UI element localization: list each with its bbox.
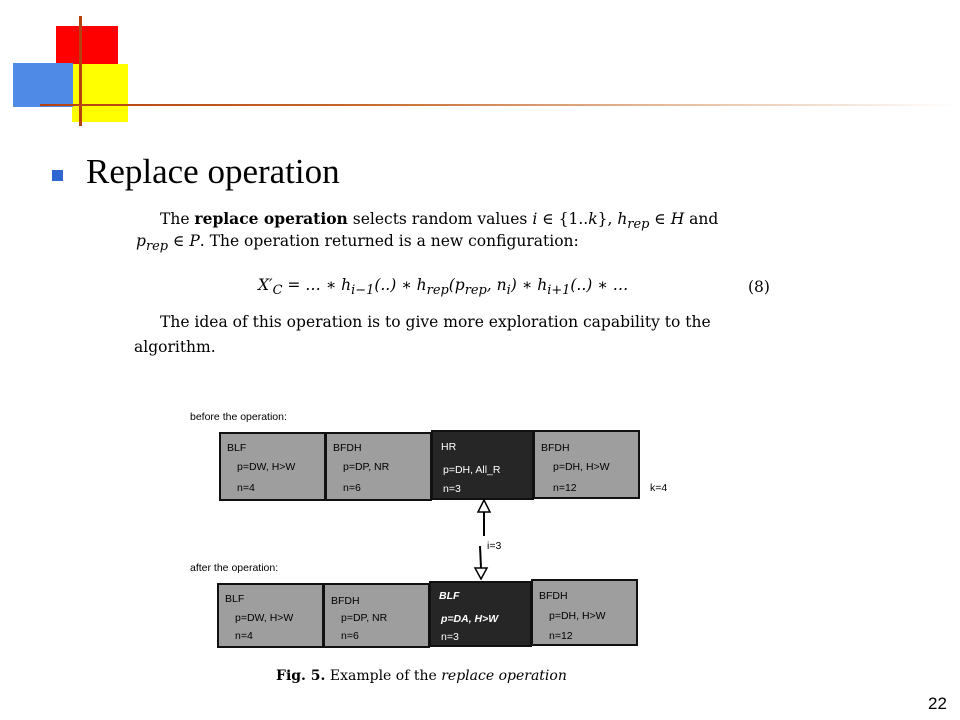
paragraph2-line2: algorithm. <box>134 338 216 356</box>
config-n: n=6 <box>343 482 361 494</box>
equation-text: X′C = … ∗ hi−1(..) ∗ hrep(prep, ni) ∗ hi… <box>258 276 629 299</box>
config-name: BFDH <box>333 442 362 454</box>
title-bullet-icon <box>52 170 63 181</box>
caption-text: Example of the replace operation <box>329 668 567 684</box>
config-params: p=DH, All_R <box>443 464 501 476</box>
config-params: p=DW, H>W <box>235 612 294 624</box>
equation: X′C = … ∗ hi−1(..) ∗ hrep(prep, ni) ∗ hi… <box>258 276 628 298</box>
decor-blue-square <box>13 63 73 107</box>
config-name: BLF <box>227 442 247 454</box>
config-params: p=DH, H>W <box>549 610 606 622</box>
decor-vertical-line <box>79 16 82 126</box>
config-n: n=6 <box>341 630 359 642</box>
before-config-2: BFDH p=DP, NR n=6 <box>325 432 432 501</box>
config-name: HR <box>441 441 457 453</box>
before-config-3-selected: HR p=DH, All_R n=3 <box>431 430 534 500</box>
config-n: n=12 <box>553 482 577 494</box>
figure-caption: Fig. 5. Example of the replace operation <box>276 668 567 684</box>
config-params: p=DP, NR <box>343 461 390 473</box>
paragraph1-line1: The replace operation selects random val… <box>160 209 718 232</box>
caption-prefix: Fig. 5. <box>276 668 326 684</box>
config-name: BLF <box>225 593 245 605</box>
after-config-4: BFDH p=DH, H>W n=12 <box>531 579 638 646</box>
replace-arrow-icon <box>473 498 492 580</box>
decor-horizontal-line <box>40 104 960 106</box>
config-params: p=DP, NR <box>341 612 388 624</box>
config-name: BFDH <box>541 442 570 454</box>
config-n: n=3 <box>443 483 461 495</box>
before-config-1: BLF p=DW, H>W n=4 <box>219 432 326 501</box>
p1-text: The replace operation selects random val… <box>160 209 719 233</box>
paragraph2-line1: The idea of this operation is to give mo… <box>160 313 711 331</box>
config-n: n=4 <box>235 630 253 642</box>
config-name: BLF <box>439 590 460 602</box>
after-config-1: BLF p=DW, H>W n=4 <box>217 583 324 648</box>
config-params: p=DW, H>W <box>237 461 296 473</box>
k-label: k=4 <box>650 482 668 494</box>
config-n: n=3 <box>441 631 459 643</box>
i-label: i=3 <box>487 540 502 552</box>
config-n: n=12 <box>549 630 573 642</box>
equation-number: (8) <box>748 278 770 296</box>
before-config-4: BFDH p=DH, H>W n=12 <box>533 430 640 499</box>
before-label: before the operation: <box>190 411 287 423</box>
config-params: p=DH, H>W <box>553 461 610 473</box>
after-label: after the operation: <box>190 562 279 574</box>
after-config-2: BFDH p=DP, NR n=6 <box>323 583 430 648</box>
slide-title: Replace operation <box>86 152 340 191</box>
after-config-3-replaced: BLF p=DA, H>W n=3 <box>429 581 532 647</box>
config-n: n=4 <box>237 482 255 494</box>
config-name: BFDH <box>539 590 568 602</box>
paragraph1-line2: prep ∈ P. The operation returned is a ne… <box>136 232 579 254</box>
page-number: 22 <box>928 694 947 713</box>
config-name: BFDH <box>331 595 360 607</box>
p1b-text: prep ∈ P. The operation returned is a ne… <box>136 232 579 255</box>
config-params: p=DA, H>W <box>441 613 499 625</box>
